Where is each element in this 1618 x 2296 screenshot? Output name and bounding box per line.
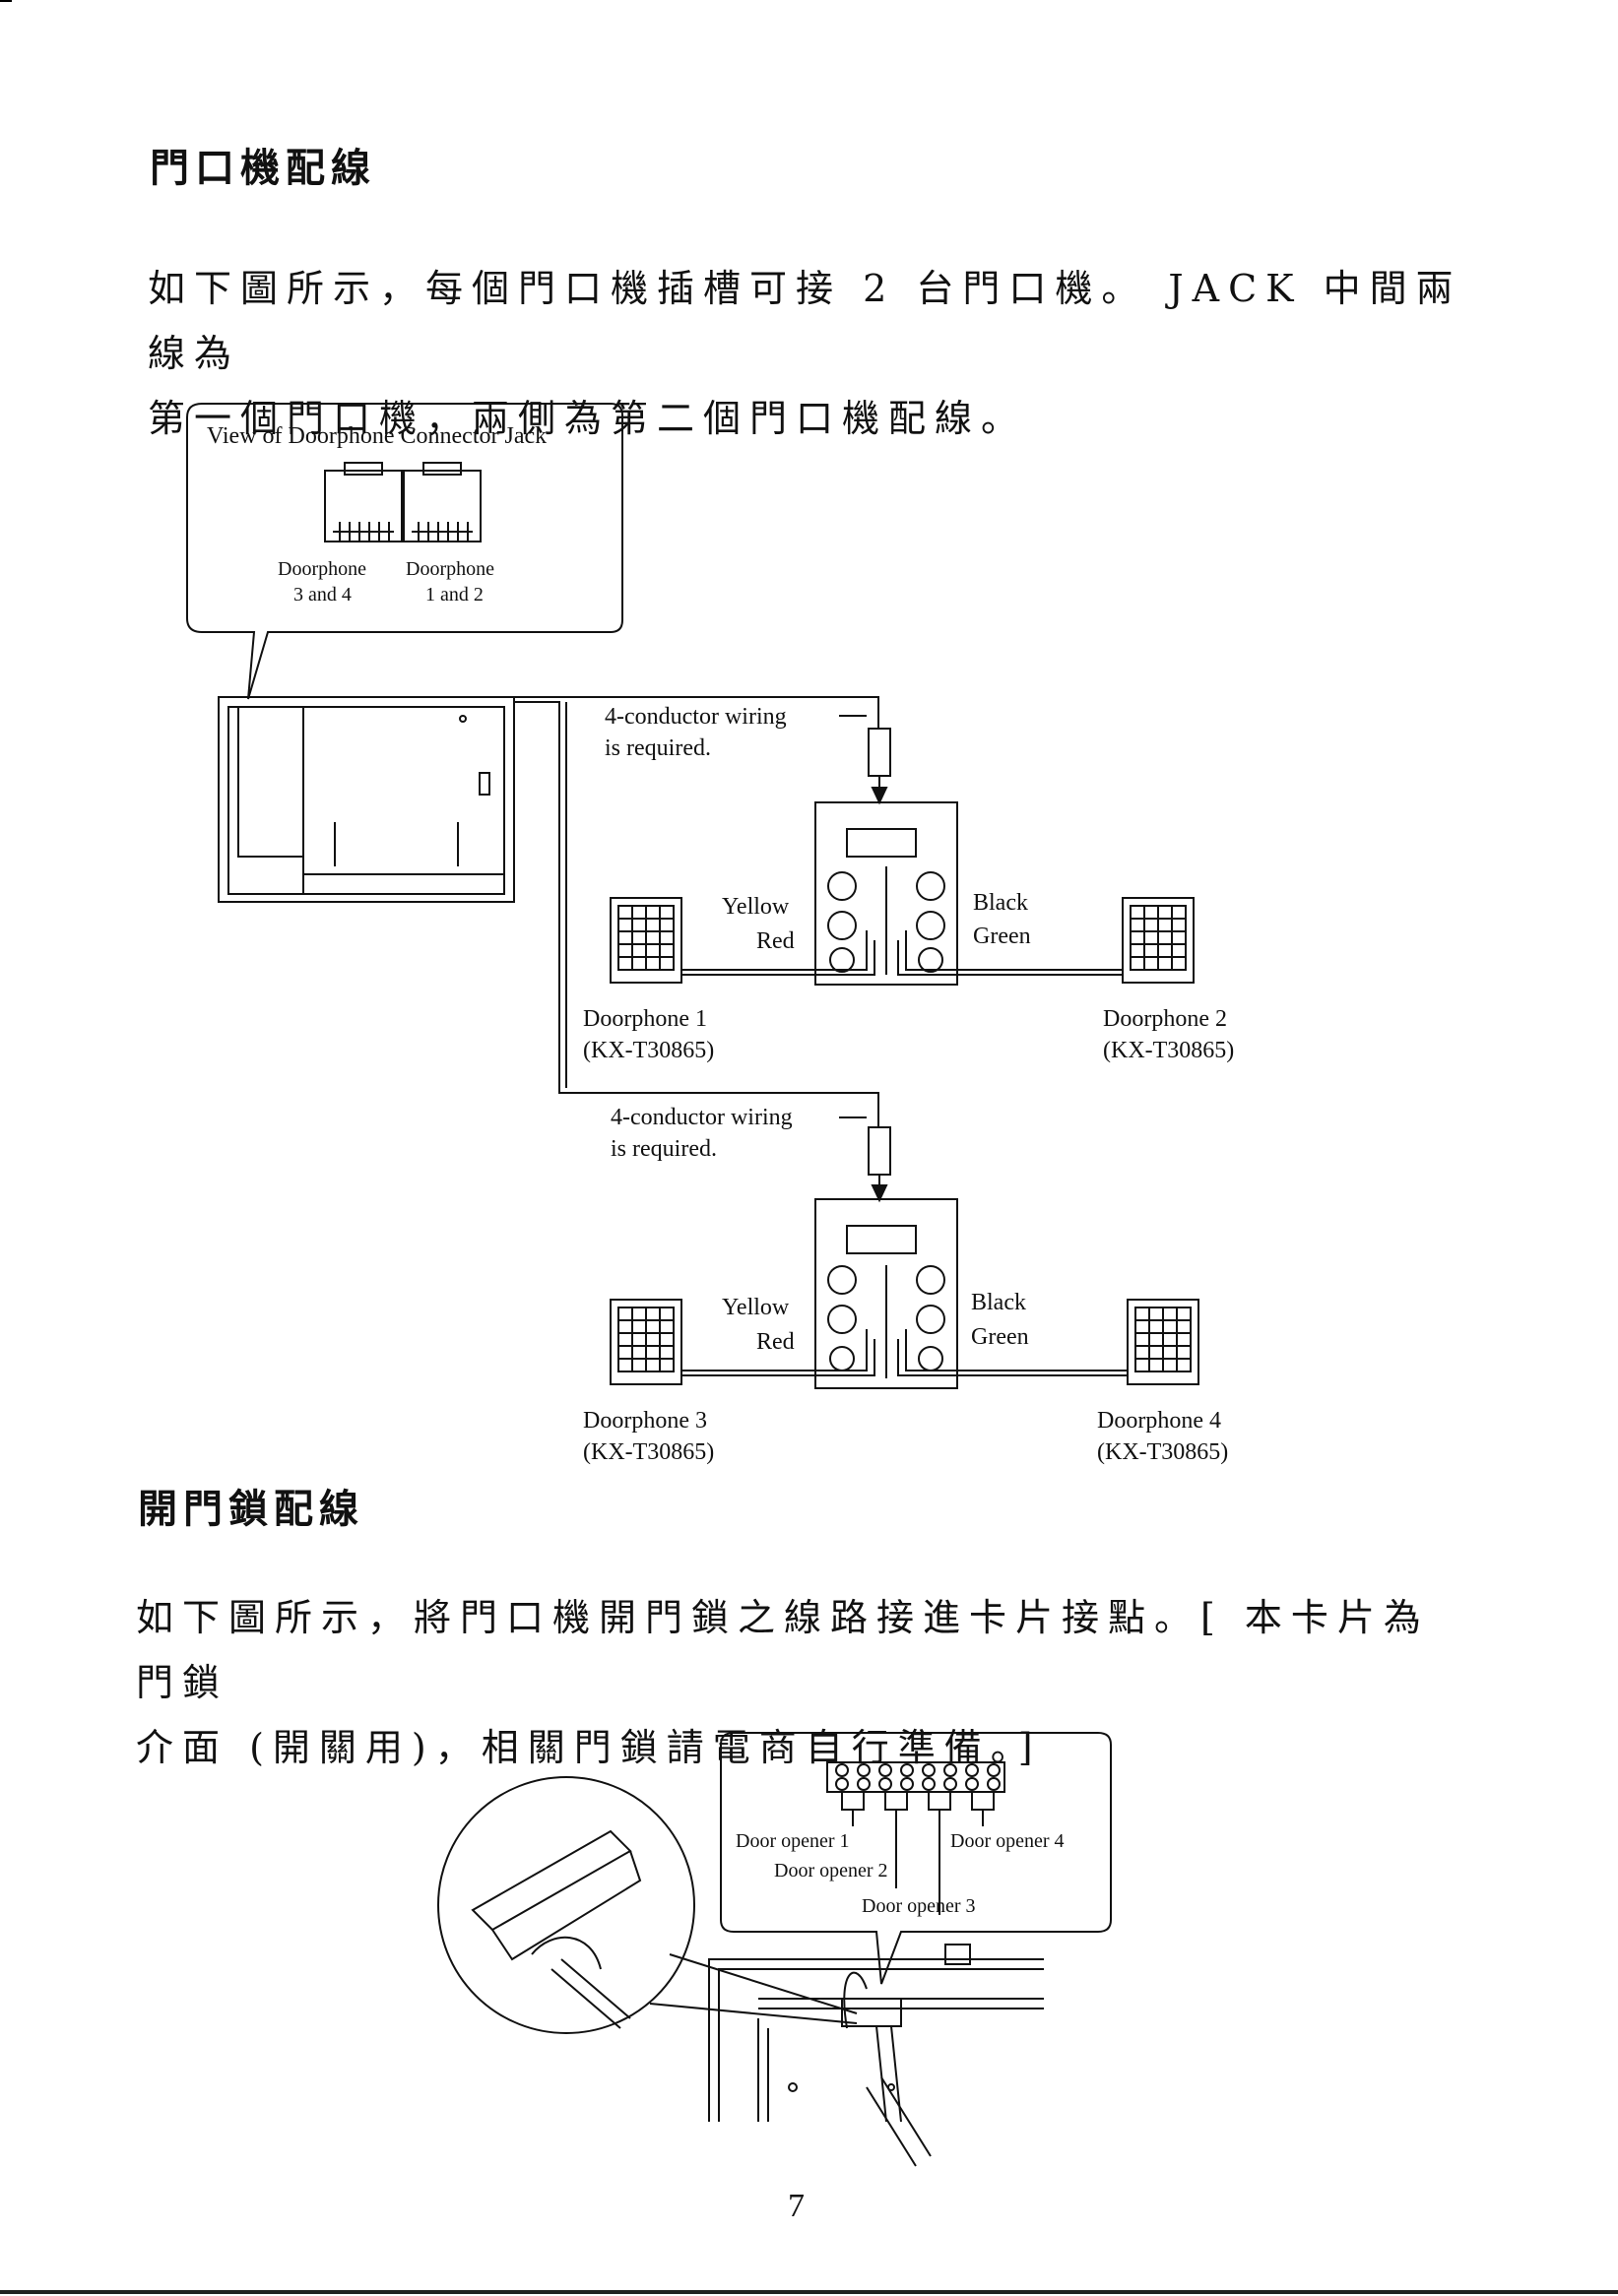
jack-left: [324, 470, 403, 542]
paragraph-line: 如下圖所示，每個門口機插槽可接 2 台門口機。 JACK 中間兩線為: [148, 267, 1462, 375]
callout-title: View of Doorphone Connector Jack: [207, 423, 547, 449]
wire-label-yellow: Yellow: [722, 894, 790, 920]
wire-label-green: Green: [973, 924, 1031, 949]
doorphone-2-unit: [1122, 897, 1195, 984]
card-terminal: [841, 1998, 902, 2027]
door-opener-2-label: Door opener 2: [774, 1860, 888, 1881]
wire-label-red: Red: [756, 928, 795, 954]
footer-rule: [0, 2290, 1618, 2294]
wire-label-red-2: Red: [756, 1329, 795, 1355]
doorphone-4-unit: [1127, 1299, 1199, 1385]
doorphone-4-model: (KX-T30865): [1097, 1439, 1228, 1465]
magnifier-circle: [437, 1776, 695, 2034]
doorphone-1-unit: [610, 897, 682, 984]
doorphone-2-label: Doorphone 2: [1103, 1006, 1227, 1032]
jack-right-label: Doorphone: [406, 558, 494, 580]
wiring-note-2-line2: is required.: [611, 1136, 717, 1162]
section-paragraph-door-lock: 如下圖所示，將門口機開門鎖之線路接進卡片接點。[ 本卡片為門鎖 介面 (開關用)…: [136, 1585, 1465, 1780]
wire-label-green-2: Green: [971, 1324, 1029, 1350]
section-heading-doorphone-wiring: 門口機配線: [150, 145, 376, 191]
doorphone-2-model: (KX-T30865): [1103, 1038, 1234, 1063]
jack-right: [403, 470, 482, 542]
section-paragraph-doorphone: 如下圖所示，每個門口機插槽可接 2 台門口機。 JACK 中間兩線為 第一個門口…: [148, 256, 1467, 451]
callout-box: [186, 403, 623, 700]
terminal-block-2: [814, 1198, 958, 1389]
wiring-note-1-line1: 4-conductor wiring: [605, 704, 787, 730]
terminal-block-1: [814, 801, 958, 986]
wire-label-black: Black: [973, 890, 1028, 916]
wiring-note-2-line1: 4-conductor wiring: [611, 1105, 793, 1130]
doorphone-3-label: Doorphone 3: [583, 1408, 707, 1434]
plug-1: [868, 728, 891, 777]
door-opener-3-label: Door opener 3: [862, 1895, 976, 1917]
wire-label-black-2: Black: [971, 1290, 1026, 1315]
corner-mark: [0, 0, 12, 2]
main-unit: [218, 696, 515, 903]
paragraph-line: 如下圖所示，將門口機開門鎖之線路接進卡片接點。[ 本卡片為門鎖: [136, 1596, 1430, 1704]
wiring-note-1-line2: is required.: [605, 735, 711, 761]
doorphone-4-label: Doorphone 4: [1097, 1408, 1221, 1434]
door-opener-1-label: Door opener 1: [736, 1830, 850, 1852]
doorphone-1-label: Doorphone 1: [583, 1006, 707, 1032]
door-opener-diagram: [437, 1732, 1112, 2167]
doorphone-3-model: (KX-T30865): [583, 1439, 714, 1465]
wire-label-yellow-2: Yellow: [722, 1295, 790, 1320]
plug-2: [868, 1126, 891, 1176]
page-number: 7: [788, 2188, 805, 2224]
jack-left-label: Doorphone: [278, 558, 366, 580]
jack-left-sublabel: 3 and 4: [293, 584, 352, 606]
doorphone-3-unit: [610, 1299, 682, 1385]
door-opener-4-label: Door opener 4: [950, 1830, 1065, 1852]
jack-right-sublabel: 1 and 2: [425, 584, 484, 606]
opener-callout-box: [720, 1732, 1112, 1985]
doorphone-1-model: (KX-T30865): [583, 1038, 714, 1063]
terminal-strip: [826, 1761, 1005, 1793]
paragraph-line: 介面 (開關用)，相關門鎖請電商自行準備。]: [136, 1726, 1042, 1769]
section-heading-door-lock-wiring: 開門鎖配線: [138, 1486, 364, 1532]
